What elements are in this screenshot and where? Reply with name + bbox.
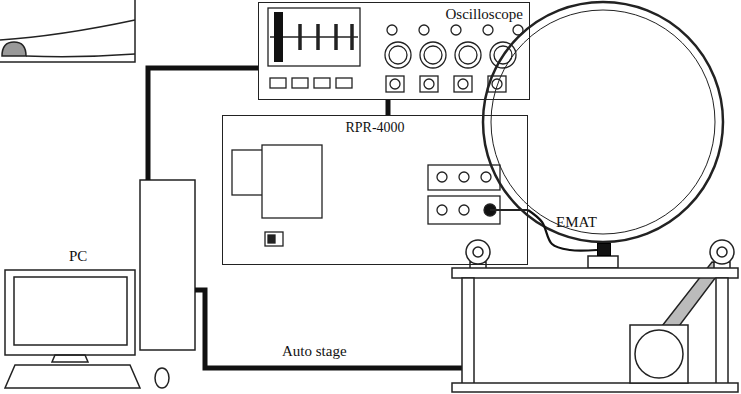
cable-connector xyxy=(386,100,391,115)
receiver-box: RPR-4000 xyxy=(222,115,528,265)
cable-connector xyxy=(148,68,258,180)
stage-cable xyxy=(195,290,462,368)
node-label: RPR-4000 xyxy=(345,120,404,135)
node-label: Oscilloscope xyxy=(446,6,523,23)
pc-illustration xyxy=(5,180,195,388)
pc-unit: PC xyxy=(5,180,197,390)
receiver-panel xyxy=(232,145,528,246)
node-label: PC xyxy=(69,248,87,265)
oscilloscope-box: Oscilloscope xyxy=(258,2,530,100)
node-label: EMAT xyxy=(556,214,597,231)
cable-connector xyxy=(528,210,597,251)
stage-label: Auto stage xyxy=(280,343,349,360)
inset-fragment xyxy=(0,0,135,62)
emat-sensor: EMAT xyxy=(597,243,611,256)
pipe-stage xyxy=(452,2,738,392)
